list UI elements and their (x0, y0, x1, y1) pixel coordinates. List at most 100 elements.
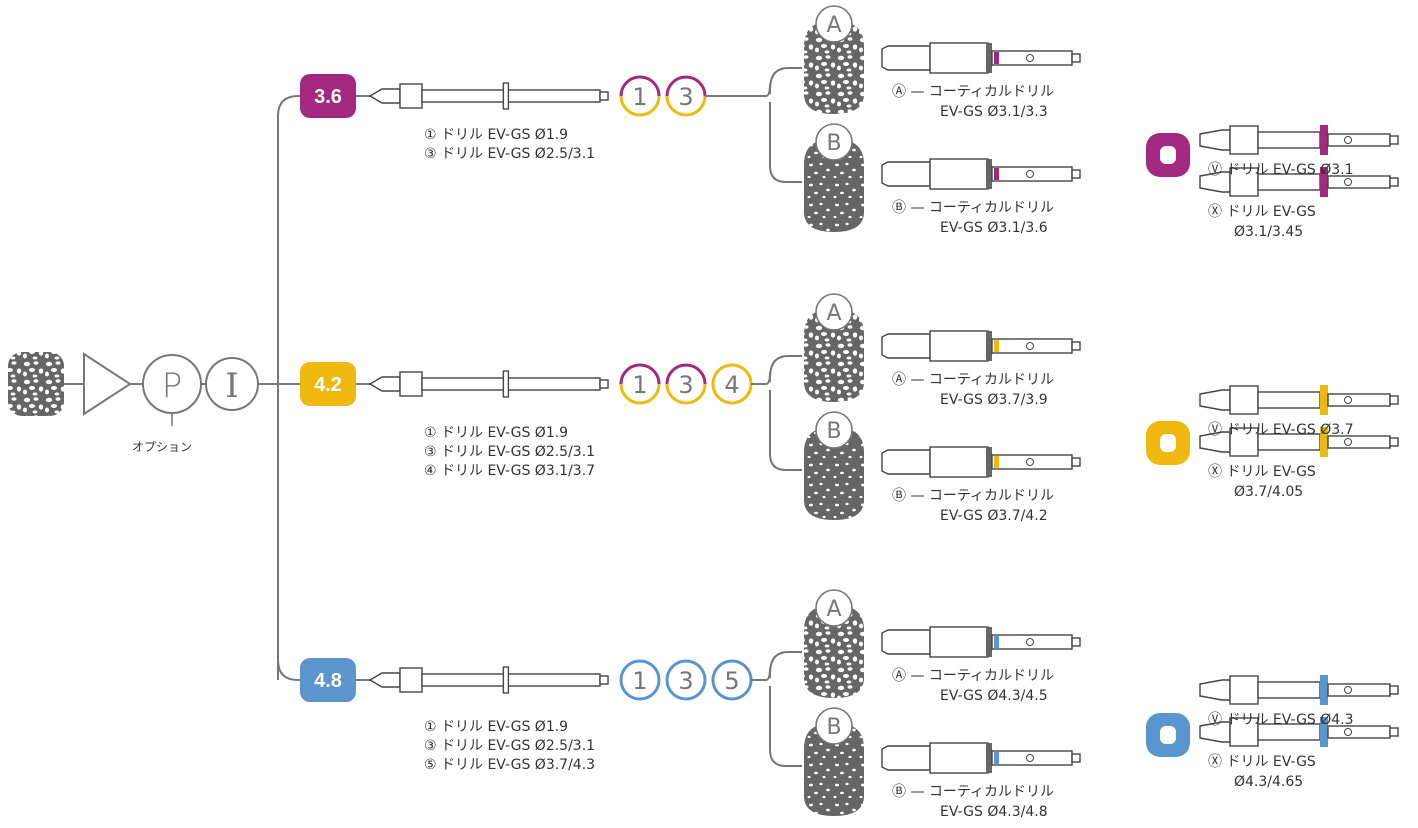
step-circle-1: 1 (619, 659, 661, 701)
final-drill-v-caption: Ⓥ ドリル EV-GS Ø3.1 (1208, 162, 1354, 178)
bone-type-b-icon: B (804, 707, 864, 816)
cortical-drill-a-icon (881, 626, 1081, 658)
cortical-b-caption-line2: EV-GS Ø3.7/4.2 (940, 508, 1048, 524)
bone-type-b-label: B (826, 419, 841, 444)
final-drill-x-line2: Ø3.7/4.05 (1234, 484, 1304, 500)
cortical-drill-b-icon (881, 158, 1081, 190)
step-circle-3: 3 (665, 363, 707, 405)
final-drill-x-icon (1199, 717, 1399, 747)
cortical-a-caption: Ⓐ — コーティカルドリル EV-GS Ø4.3/4.5 (892, 666, 1054, 706)
final-drill-x-caption: Ⓧ ドリル EV-GS Ø4.3/4.65 (1208, 752, 1316, 792)
cortical-a-caption-line1: Ⓐ — コーティカルドリル (892, 372, 1055, 388)
bone-type-a-icon: A (804, 589, 864, 698)
step-circle-1: 1 (619, 363, 661, 405)
diameter-badge-label: 4.8 (314, 670, 342, 692)
step-number: 1 (632, 371, 647, 399)
step-number: 1 (632, 83, 647, 111)
step-number: 3 (678, 667, 693, 695)
bone-density-icon (8, 352, 64, 416)
final-drill-v-caption: Ⓥ ドリル EV-GS Ø3.7 (1208, 422, 1354, 438)
cortical-b-caption: Ⓑ — コーティカルドリル EV-GS Ø3.7/4.2 (892, 486, 1054, 526)
diameter-badge (300, 362, 356, 406)
step-circle-3: 3 (665, 75, 707, 117)
implant-ring-icon (1146, 421, 1190, 465)
cortical-drill-a-icon (881, 42, 1081, 74)
cortical-b-caption: Ⓑ — コーティカルドリル EV-GS Ø4.3/4.8 (892, 782, 1054, 822)
diameter-badge-label: 4.2 (314, 374, 342, 396)
drill-list-item: ① ドリル EV-GS Ø1.9 (424, 127, 569, 143)
final-drill-v-icon (1199, 125, 1399, 155)
row-r42: 4.2 1 3 4 A B (300, 293, 1399, 520)
cortical-a-caption-line2: EV-GS Ø3.7/3.9 (940, 392, 1048, 408)
final-drill-v-icon (1199, 675, 1399, 705)
cortical-b-caption-line1: Ⓑ — コーティカルドリル (892, 784, 1055, 800)
drill-list-item: ① ドリル EV-GS Ø1.9 (424, 425, 569, 441)
pilot-drill-icon (368, 82, 609, 110)
diameter-badge (300, 658, 356, 702)
bone-type-b-icon: B (804, 123, 864, 232)
cortical-a-caption: Ⓐ — コーティカルドリル EV-GS Ø3.1/3.3 (892, 82, 1054, 122)
step-number: 3 (678, 371, 693, 399)
final-drill-x-line1: Ⓧ ドリル EV-GS (1208, 464, 1316, 480)
step-number: 1 (632, 667, 647, 695)
cortical-drill-a-icon (881, 330, 1081, 362)
final-drill-x-line2: Ø4.3/4.65 (1234, 774, 1304, 790)
arrow-triangle-icon (83, 352, 132, 416)
initial-step-circle: I (205, 357, 259, 411)
bone-type-a-label: A (826, 597, 841, 622)
step-circle-5: 5 (711, 659, 753, 701)
step-number: 4 (724, 371, 739, 399)
bone-type-a-icon: A (804, 293, 864, 402)
drill-list-item: ④ ドリル EV-GS Ø3.1/3.7 (424, 463, 596, 479)
pilot-step-label: P (162, 366, 183, 406)
pilot-step-circle: P (142, 354, 202, 414)
drill-list: ① ドリル EV-GS Ø1.9 ③ ドリル EV-GS Ø2.5/3.1 ④ ドリ… (424, 424, 595, 481)
step-circle-1: 1 (619, 75, 661, 117)
pilot-drill-icon (368, 666, 609, 694)
drill-list-item: ③ ドリル EV-GS Ø2.5/3.1 (424, 738, 596, 754)
diameter-badge (300, 74, 356, 118)
implant-ring-icon (1146, 713, 1190, 757)
cortical-b-caption-line2: EV-GS Ø4.3/4.8 (940, 804, 1048, 820)
final-drill-x-line2: Ø3.1/3.45 (1234, 224, 1304, 240)
final-drill-x-line1: Ⓧ ドリル EV-GS (1208, 754, 1316, 770)
bone-type-b-label: B (826, 715, 841, 740)
initial-step-label: I (225, 366, 238, 406)
cortical-drill-b-icon (881, 446, 1081, 478)
step-circle-4: 4 (711, 363, 753, 405)
bone-type-a-label: A (826, 13, 841, 38)
final-drill-v-caption: Ⓥ ドリル EV-GS Ø4.3 (1208, 712, 1354, 728)
implant-ring-icon (1146, 133, 1190, 177)
cortical-b-caption-line1: Ⓑ — コーティカルドリル (892, 488, 1055, 504)
drill-list-item: ⑤ ドリル EV-GS Ø3.7/4.3 (424, 757, 596, 773)
cortical-b-caption-line2: EV-GS Ø3.1/3.6 (940, 220, 1048, 236)
cortical-a-caption-line1: Ⓐ — コーティカルドリル (892, 84, 1055, 100)
bone-type-a-label: A (826, 301, 841, 326)
drill-list-item: ③ ドリル EV-GS Ø2.5/3.1 (424, 146, 596, 162)
step-circle-3: 3 (665, 659, 707, 701)
step-number: 3 (678, 83, 693, 111)
step-number: 5 (724, 667, 739, 695)
final-drill-x-line1: Ⓧ ドリル EV-GS (1208, 204, 1316, 220)
cortical-a-caption: Ⓐ — コーティカルドリル EV-GS Ø3.7/3.9 (892, 370, 1054, 410)
cortical-b-caption: Ⓑ — コーティカルドリル EV-GS Ø3.1/3.6 (892, 198, 1054, 238)
cortical-a-caption-line2: EV-GS Ø4.3/4.5 (940, 688, 1048, 704)
cortical-b-caption-line1: Ⓑ — コーティカルドリル (892, 200, 1055, 216)
row-r48: 4.8 1 3 5 A B (300, 589, 1399, 816)
drill-list: ① ドリル EV-GS Ø1.9 ③ ドリル EV-GS Ø2.5/3.1 (424, 126, 595, 164)
final-drill-x-icon (1199, 427, 1399, 457)
pilot-drill-icon (368, 370, 609, 398)
final-drill-x-caption: Ⓧ ドリル EV-GS Ø3.7/4.05 (1208, 462, 1316, 502)
option-label: オプション (132, 440, 193, 454)
bone-type-b-label: B (826, 131, 841, 156)
bone-type-b-icon: B (804, 411, 864, 520)
cortical-a-caption-line1: Ⓐ — コーティカルドリル (892, 668, 1055, 684)
bone-type-a-icon: A (804, 5, 864, 114)
cortical-a-caption-line2: EV-GS Ø3.1/3.3 (940, 104, 1048, 120)
drill-list-item: ③ ドリル EV-GS Ø2.5/3.1 (424, 444, 596, 460)
final-drill-x-icon (1199, 167, 1399, 197)
cortical-drill-b-icon (881, 742, 1081, 774)
